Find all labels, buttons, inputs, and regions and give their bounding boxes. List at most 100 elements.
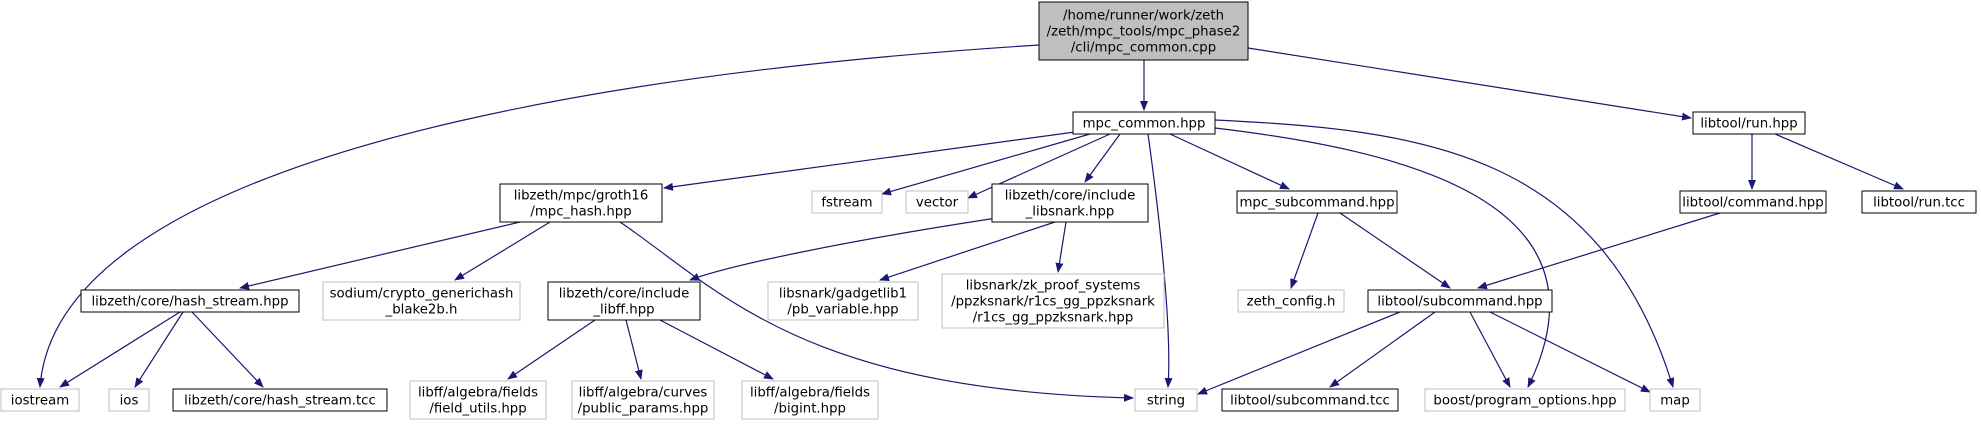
node-hash-stream-tcc[interactable]: libzeth/core/hash_stream.tcc [172, 388, 388, 412]
node-label-line: /public_params.hpp [578, 402, 709, 417]
node-label-line: libff/algebra/fields [418, 386, 538, 401]
node-root[interactable]: /home/runner/work/zeth/zeth/mpc_tools/mp… [1038, 1, 1249, 61]
node-iostream: iostream [0, 388, 80, 412]
node-label-line: /r1cs_gg_ppzksnark.hpp [973, 311, 1134, 326]
node-label-line: string [1147, 394, 1185, 409]
edge-mpc_common-to-program_options [1214, 127, 1551, 388]
edge-mpc_common-to-mpc_hash [663, 131, 1076, 191]
edge-include_libsnark-to-pb_variable [879, 221, 1056, 281]
edge-mpc_common-to-string [1147, 133, 1173, 388]
node-label-line: _libsnark.hpp [1025, 205, 1115, 220]
edge-libtool_run-to-libtool_run_tcc [1774, 133, 1904, 190]
node-mpc-hash[interactable]: libzeth/mpc/groth16/mpc_hash.hpp [499, 183, 663, 223]
node-libtool-run[interactable]: libtool/run.hpp [1692, 111, 1806, 135]
node-label-line: map [1660, 394, 1690, 409]
node-include-libff[interactable]: libzeth/core/include_libff.hpp [547, 281, 701, 321]
node-box [409, 380, 547, 420]
node-box [172, 388, 388, 412]
node-box [1072, 111, 1216, 135]
node-libtool-subcommand-tcc[interactable]: libtool/subcommand.tcc [1221, 388, 1399, 412]
edge-libtool_command-to-libtool_subcommand [1477, 212, 1721, 290]
node-zeth-config: zeth_config.h [1237, 289, 1345, 313]
edge-mpc_common-to-fstream [881, 133, 1091, 196]
edge-hash_stream-to-iostream [59, 311, 181, 388]
node-box [1236, 190, 1398, 214]
node-label-line: libtool/run.hpp [1700, 117, 1797, 132]
node-box [767, 281, 919, 321]
node-field-utils: libff/algebra/fields/field_utils.hpp [409, 380, 547, 420]
node-fstream: fstream [811, 190, 883, 214]
node-string: string [1134, 388, 1198, 412]
node-box [80, 289, 300, 313]
node-box [1679, 190, 1827, 214]
node-bigint: libff/algebra/fields/bigint.hpp [741, 380, 879, 420]
edge-root-to-libtool_run [1247, 47, 1692, 121]
node-box [905, 190, 969, 214]
edge-mpc_common-to-mpc_subcommand [1169, 133, 1290, 190]
node-label-line: libzeth/core/hash_stream.hpp [91, 295, 288, 310]
node-label-line: libtool/command.hpp [1682, 196, 1823, 211]
node-label-line: libtool/subcommand.hpp [1377, 295, 1542, 310]
node-box [499, 183, 663, 223]
edge-libtool_subcommand-to-libtool_subcommand_tcc [1329, 311, 1436, 388]
node-label-line: /zeth/mpc_tools/mpc_phase2 [1047, 25, 1241, 40]
node-map: map [1649, 388, 1701, 412]
node-box [1134, 388, 1198, 412]
edge-mpc_subcommand-to-libtool_subcommand [1339, 212, 1451, 289]
edge-mpc_common-to-map [1214, 119, 1675, 388]
edge-hash_stream-to-ios [134, 311, 184, 388]
node-libtool-command[interactable]: libtool/command.hpp [1679, 190, 1827, 214]
edge-include_libff-to-bigint [659, 319, 774, 380]
node-label-line: vector [916, 196, 959, 211]
node-label-line: iostream [11, 394, 69, 409]
node-label-line: _blake2b.h [385, 303, 458, 318]
node-mpc-subcommand[interactable]: mpc_subcommand.hpp [1236, 190, 1398, 214]
edge-include_libsnark-to-include_libff [689, 215, 1011, 281]
node-include-libsnark[interactable]: libzeth/core/include_libsnark.hpp [991, 183, 1149, 223]
edge-include_libff-to-field_utils [507, 319, 596, 380]
node-box [1692, 111, 1806, 135]
node-box [1367, 289, 1553, 313]
node-box [108, 388, 150, 412]
node-label-line: libzeth/core/include [1005, 189, 1136, 204]
node-label-line: /ppzksnark/r1cs_gg_ppzksnark [951, 295, 1155, 310]
node-box [322, 281, 521, 321]
node-r1cs-gg: libsnark/zk_proof_systems/ppzksnark/r1cs… [941, 273, 1165, 329]
edge-mpc_subcommand-to-zeth_config [1290, 212, 1319, 289]
dependency-edges [36, 44, 1904, 402]
node-box [1424, 388, 1626, 412]
edge-include_libsnark-to-r1cs_gg [1055, 221, 1067, 273]
node-label-line: /pb_variable.hpp [787, 303, 898, 318]
node-label-line: libtool/run.tcc [1873, 196, 1965, 211]
node-label-line: libzeth/mpc/groth16 [514, 189, 649, 204]
node-box [0, 388, 80, 412]
node-label-line: libzeth/core/hash_stream.tcc [184, 394, 376, 409]
node-libtool-subcommand[interactable]: libtool/subcommand.hpp [1367, 289, 1553, 313]
node-label-line: libzeth/core/include [559, 287, 690, 302]
node-public-params: libff/algebra/curves/public_params.hpp [571, 380, 715, 420]
node-label-line: libtool/subcommand.tcc [1230, 394, 1390, 409]
node-box [1861, 190, 1977, 214]
node-label-line: boost/program_options.hpp [1433, 394, 1616, 409]
node-label-line: zeth_config.h [1247, 295, 1336, 310]
node-libtool-run-tcc[interactable]: libtool/run.tcc [1861, 190, 1977, 214]
node-label-line: fstream [821, 196, 872, 211]
edge-libtool_subcommand-to-map [1489, 311, 1651, 393]
node-label-line: /cli/mpc_common.cpp [1071, 41, 1216, 56]
node-label-line: libsnark/gadgetlib1 [779, 287, 907, 302]
edge-root-to-iostream [36, 44, 1040, 388]
edge-mpc_hash-to-sodium [454, 221, 551, 281]
edge-libtool_subcommand-to-program_options [1469, 311, 1511, 388]
node-sodium: sodium/crypto_generichash_blake2b.h [322, 281, 521, 321]
node-box [741, 380, 879, 420]
node-label-line: /field_utils.hpp [429, 402, 526, 417]
node-box [811, 190, 883, 214]
edge-include_libff-to-public_params [625, 319, 643, 380]
node-box [547, 281, 701, 321]
edge-hash_stream-to-hash_stream_tcc [191, 311, 264, 388]
edge-mpc_common-to-include_libsnark [1084, 133, 1121, 183]
node-hash-stream[interactable]: libzeth/core/hash_stream.hpp [80, 289, 300, 313]
node-label-line: /mpc_hash.hpp [530, 205, 631, 220]
edge-mpc_hash-to-string [619, 221, 1134, 402]
node-mpc-common[interactable]: mpc_common.hpp [1072, 111, 1216, 135]
